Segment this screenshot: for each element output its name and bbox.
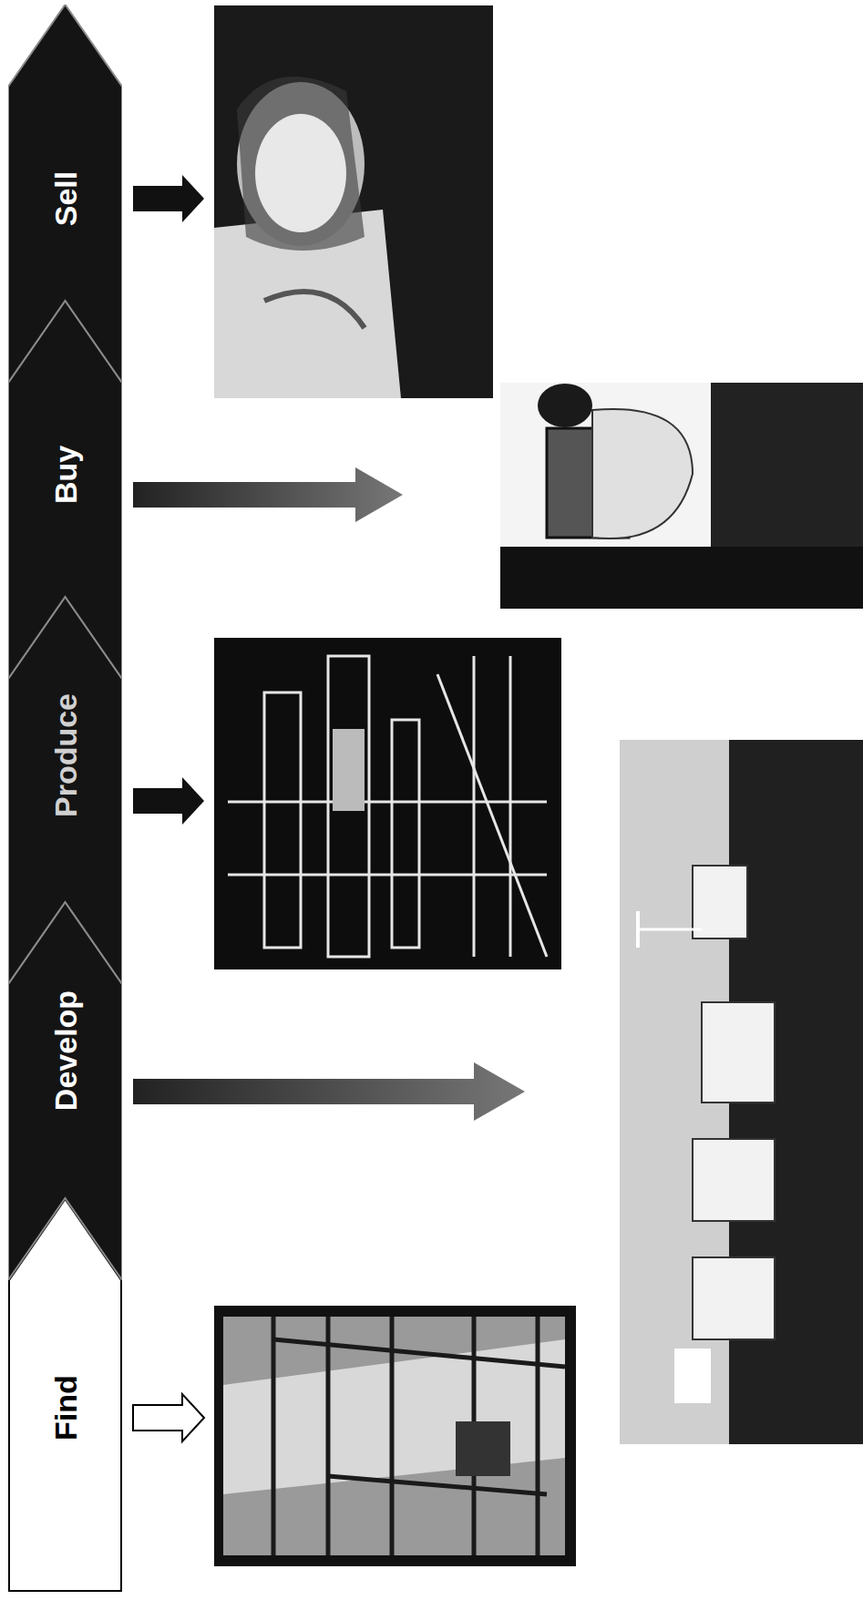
step-label: Develop <box>50 990 82 1111</box>
rig-photo <box>214 1305 576 1567</box>
step-label: Buy <box>50 445 82 504</box>
platform-photo <box>619 739 863 1445</box>
short-arrow <box>133 777 205 825</box>
short-arrow <box>133 174 205 223</box>
chevron-step: Sell <box>8 4 123 383</box>
chevron-step: Find <box>8 1198 123 1593</box>
refinery-photo <box>214 637 562 970</box>
step-label: Find <box>50 1375 82 1441</box>
step-label: Sell <box>50 171 82 227</box>
step-label: Produce <box>50 693 82 818</box>
long-arrow <box>133 467 403 523</box>
chevron-outline <box>9 1199 122 1592</box>
office-photo <box>500 382 863 609</box>
call-centre-photo <box>214 5 494 399</box>
white-arrow <box>133 1394 205 1442</box>
chevron-outline <box>8 4 123 383</box>
long-arrow <box>133 1062 525 1121</box>
